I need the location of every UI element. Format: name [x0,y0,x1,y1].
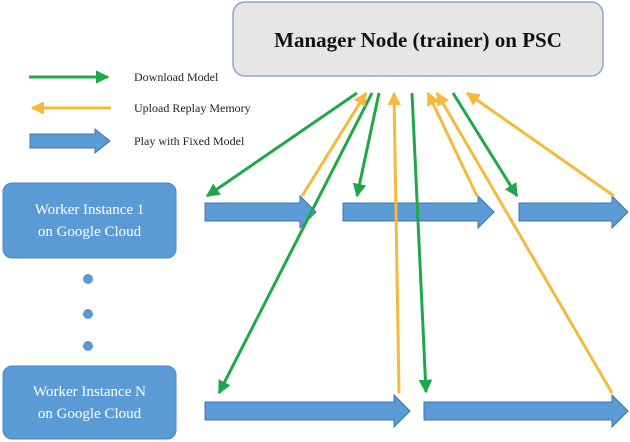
legend-upload-label: Upload Replay Memory [134,101,251,115]
legend-play-label: Play with Fixed Model [134,134,245,148]
manager-node-box [232,1,604,77]
download-arrow [451,92,519,198]
worker-n-box [2,365,177,440]
manager-node-label: Manager Node (trainer) on PSC [274,28,562,52]
worker-1-line1: Worker Instance 1 [35,202,145,218]
legend: Download Model Upload Replay Memory Play… [29,70,251,155]
upload-arrow [465,91,615,198]
download-arrow [352,92,381,198]
upload-arrow [435,91,614,394]
legend-download-label: Download Model [134,70,219,84]
download-arrow [217,92,374,395]
worker-n-line1: Worker Instance N [33,384,146,400]
worker-1-box [2,182,177,259]
download-arrow [410,92,433,394]
play-arrow-w1-segment-3 [518,194,629,230]
upload-arrow [426,91,479,197]
upload-arrow [300,91,368,197]
play-arrow-wn-segment-2 [423,393,629,429]
play-arrow-wn-segment-1 [204,393,411,429]
download-arrow [205,91,358,198]
ellipsis-dot [83,309,93,319]
blue-block-arrow-icon [29,127,111,155]
worker-n-line2: on Google Cloud [38,406,142,422]
ellipsis-dot [83,274,93,284]
play-arrow-w1-segment-1 [204,194,317,230]
upload-arrow [387,91,401,394]
worker-1-line2: on Google Cloud [38,224,142,240]
ellipsis-dot [83,341,93,351]
